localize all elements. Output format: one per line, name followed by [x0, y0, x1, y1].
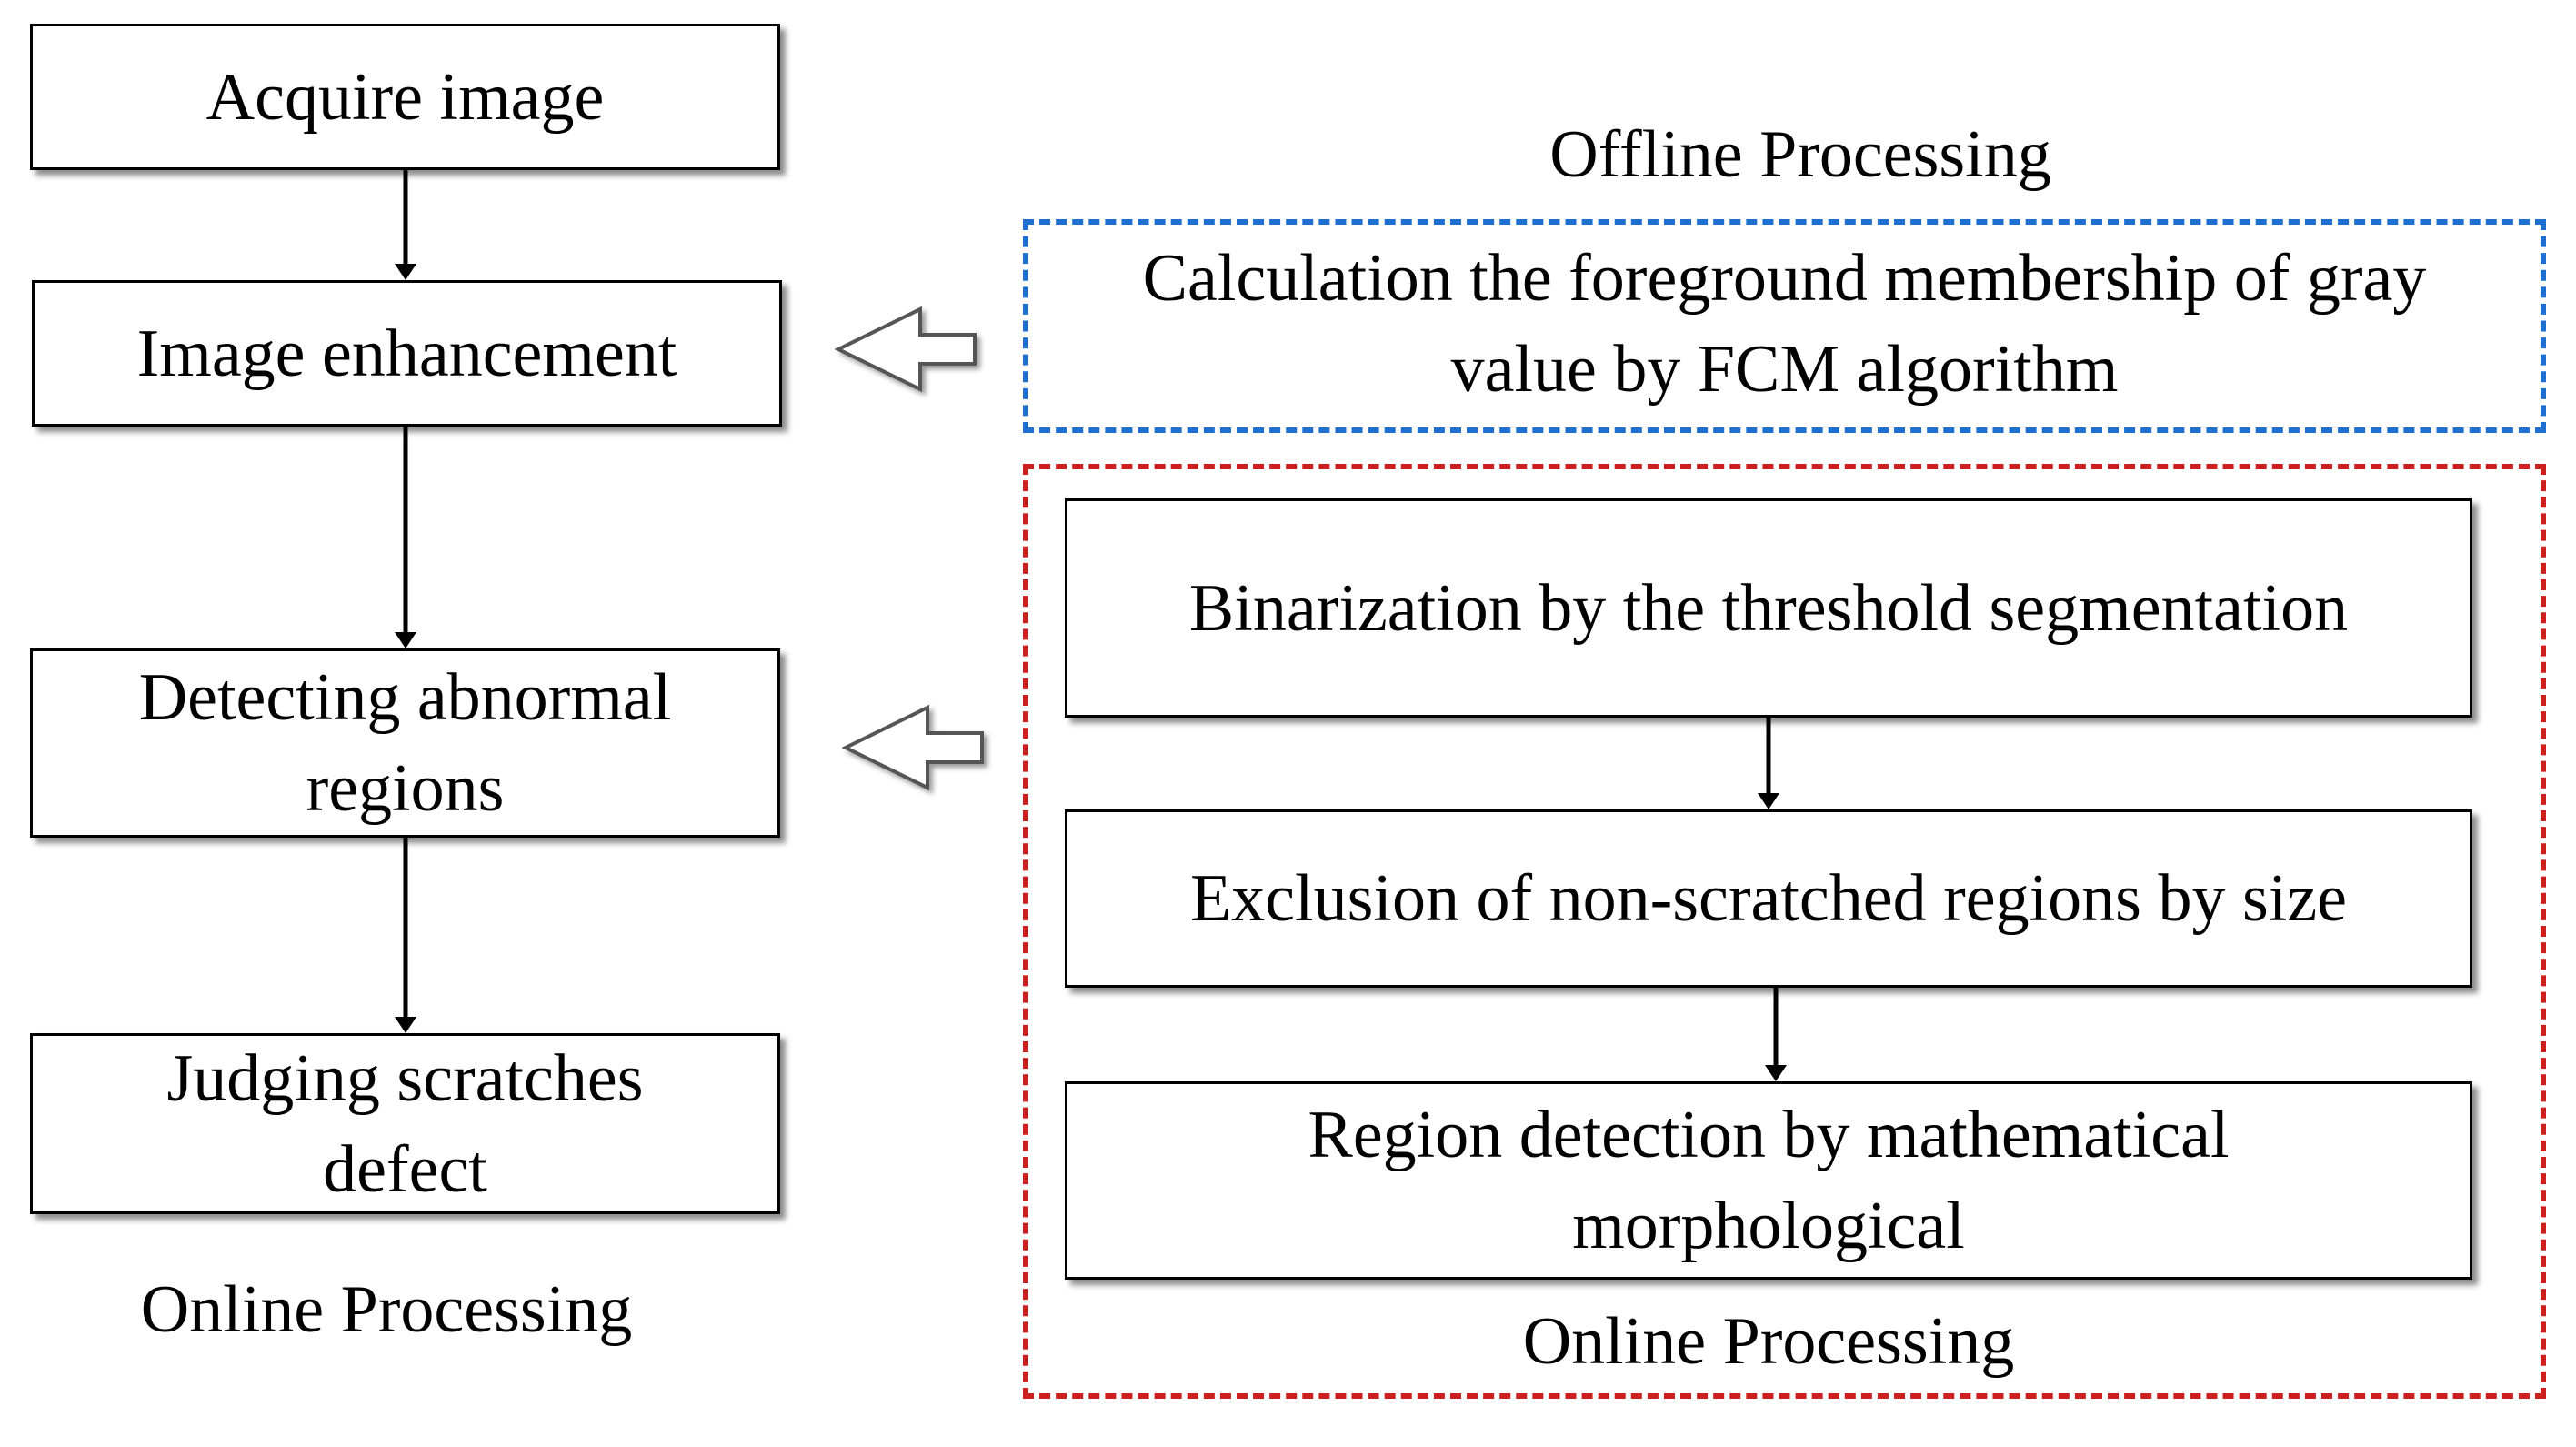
image-enhancement-box: Image enhancement	[32, 280, 782, 427]
online-processing-group	[1023, 464, 2546, 1399]
region-detection-label: Region detection by mathematical morphol…	[1308, 1090, 2229, 1271]
detecting-abnormal-regions-line-2: regions	[306, 751, 505, 826]
region-detection-box: Region detection by mathematical morphol…	[1065, 1081, 2472, 1280]
region-detection-line-2: morphological	[1572, 1189, 1965, 1263]
acquire-image-box: Acquire image	[30, 24, 780, 170]
region-detection-line-1: Region detection by mathematical	[1308, 1098, 2230, 1172]
arrow-detecting-to-judging	[395, 838, 416, 1033]
right-online-processing-caption: Online Processing	[1522, 1304, 2015, 1379]
judging-scratches-defect-line-2: defect	[323, 1131, 487, 1207]
hollow-arrow-online-to-detecting	[841, 704, 984, 791]
fcm-membership-line-2: value by FCM algorithm	[1450, 332, 2119, 407]
offline-processing-group	[1023, 219, 2546, 433]
fcm-membership-text: Calculation the foreground membership of…	[1037, 233, 2532, 415]
binarization-box: Binarization by the threshold segmentati…	[1065, 498, 2472, 718]
left-online-processing-caption: Online Processing	[140, 1272, 633, 1347]
binarization-label: Binarization by the threshold segmentati…	[1188, 570, 2349, 646]
exclusion-label: Exclusion of non-scratched regions by si…	[1189, 861, 2348, 936]
judging-scratches-defect-label: Judging scratches defect	[166, 1033, 643, 1215]
detecting-abnormal-regions-box: Detecting abnormal regions	[30, 648, 780, 838]
detecting-abnormal-regions-label: Detecting abnormal regions	[139, 652, 672, 834]
image-enhancement-label: Image enhancement	[136, 316, 677, 391]
detecting-abnormal-regions-line-1: Detecting abnormal	[138, 660, 672, 735]
arrow-enhancement-to-detecting	[395, 427, 416, 648]
exclusion-box: Exclusion of non-scratched regions by si…	[1065, 809, 2472, 988]
judging-scratches-defect-line-1: Judging scratches	[166, 1040, 644, 1116]
judging-scratches-defect-box: Judging scratches defect	[30, 1033, 780, 1214]
arrow-acquire-to-enhancement	[395, 170, 416, 280]
fcm-membership-line-1: Calculation the foreground membership of…	[1142, 241, 2427, 316]
acquire-image-label: Acquire image	[205, 59, 605, 135]
offline-processing-title: Offline Processing	[1549, 117, 2051, 192]
hollow-arrow-offline-to-enhancement	[834, 306, 977, 393]
